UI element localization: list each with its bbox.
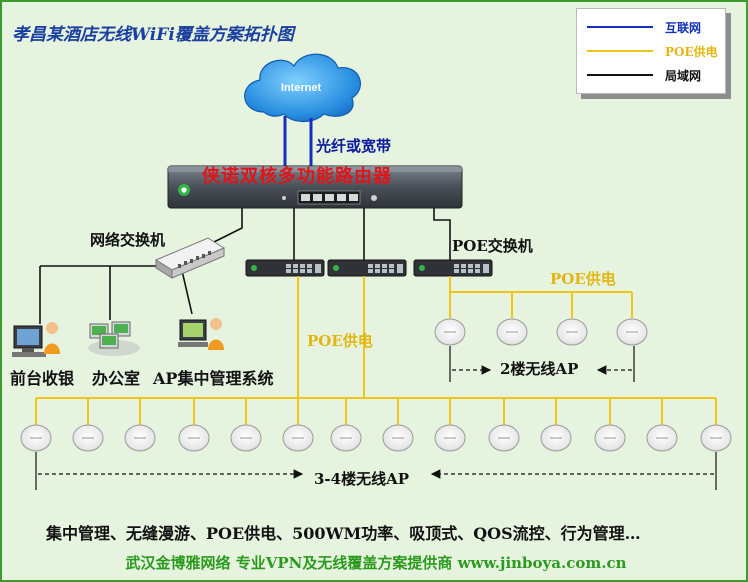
ap-management-computer-icon <box>178 318 224 350</box>
internet-cloud-icon <box>244 53 361 123</box>
legend-swatch <box>587 26 653 28</box>
access-point-icon <box>700 424 732 452</box>
fiber-broadband-label: 光纤或宽带 <box>316 137 392 155</box>
access-point-icon <box>616 318 648 346</box>
network-switch-icon <box>154 237 226 279</box>
floor34-ap-group <box>20 424 732 452</box>
legend-item-lan: 局域网 <box>587 65 721 85</box>
poe-power-label-floor34: POE供电 <box>307 332 373 350</box>
legend-item-poe: POE供电 <box>587 41 721 61</box>
legend: 互联网 POE供电 局域网 <box>576 8 726 94</box>
access-point-icon <box>20 424 52 452</box>
access-point-icon <box>382 424 414 452</box>
network-switch-label: 网络交换机 <box>90 231 166 249</box>
floor34-range-arrows <box>35 452 717 490</box>
poe-switch-3-icon <box>413 259 493 277</box>
legend-label: POE供电 <box>665 45 718 59</box>
access-point-icon <box>496 318 528 346</box>
access-point-icon <box>178 424 210 452</box>
footer-credit: 武汉金博雅网络 专业VPN及无线覆盖方案提供商 www.jinboya.com.… <box>125 554 627 572</box>
router-label: 侠诺双核多功能路由器 <box>202 166 392 187</box>
features-text: 集中管理、无缝漫游、POE供电、500WM功率、吸顶式、QOS流控、行为管理… <box>46 524 641 543</box>
access-point-icon <box>646 424 678 452</box>
router-device-icon <box>167 165 463 209</box>
poe-power-label-floor2: POE供电 <box>550 270 616 288</box>
ap-management-label: AP集中管理系统 <box>153 369 274 388</box>
access-point-icon <box>594 424 626 452</box>
front-desk-label: 前台收银 <box>10 369 75 388</box>
office-computers-icon <box>88 321 140 356</box>
access-point-icon <box>556 318 588 346</box>
floor34-ap-label: 3-4楼无线AP <box>314 470 410 488</box>
floor2-range-arrows <box>449 346 635 382</box>
cloud-label: Internet <box>281 82 322 94</box>
floor2-ap-group <box>434 318 648 346</box>
office-label: 办公室 <box>92 369 141 388</box>
access-point-icon <box>124 424 156 452</box>
legend-item-internet: 互联网 <box>587 17 721 37</box>
access-point-icon <box>488 424 520 452</box>
floor2-ap-label: 2楼无线AP <box>500 360 579 378</box>
access-point-icon <box>434 318 466 346</box>
access-point-icon <box>282 424 314 452</box>
access-point-icon <box>330 424 362 452</box>
access-point-icon <box>72 424 104 452</box>
poe-links <box>35 276 717 426</box>
legend-label: 局域网 <box>665 69 702 83</box>
poe-switch-1-icon <box>245 259 325 277</box>
poe-switch-2-icon <box>327 259 407 277</box>
access-point-icon <box>230 424 262 452</box>
access-point-icon <box>434 424 466 452</box>
legend-label: 互联网 <box>665 21 702 35</box>
access-point-icon <box>540 424 572 452</box>
poe-switch-label: POE交换机 <box>452 237 533 255</box>
legend-swatch <box>587 74 653 76</box>
front-desk-computer-icon <box>12 322 60 357</box>
legend-swatch <box>587 50 653 52</box>
internet-links <box>283 116 313 168</box>
diagram-title: 孝昌某酒店无线WiFi覆盖方案拓扑图 <box>12 25 294 45</box>
